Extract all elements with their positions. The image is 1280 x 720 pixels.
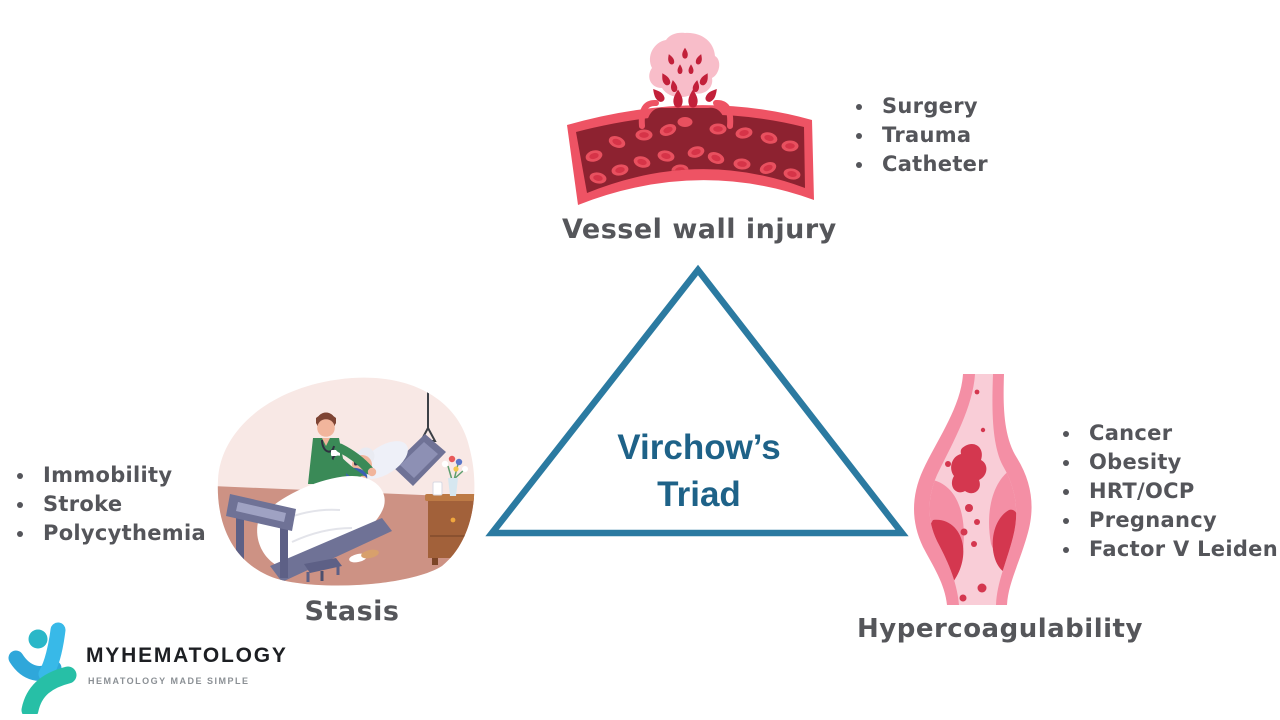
brand-logo-icon bbox=[8, 622, 77, 714]
brand-tagline: HEMATOLOGY MADE SIMPLE bbox=[88, 676, 250, 686]
triad-title: Virchow’s Triad bbox=[559, 424, 839, 518]
flower-vase bbox=[441, 455, 468, 496]
brand-logo: MYHEMATOLOGY HEMATOLOGY MADE SIMPLE bbox=[8, 618, 328, 718]
vessel-wall-injury-illustration bbox=[567, 32, 814, 205]
stasis-illustration bbox=[217, 377, 475, 586]
blood-burst bbox=[649, 32, 720, 98]
footboard bbox=[226, 494, 296, 578]
triad-title-line2: Triad bbox=[657, 475, 741, 514]
blanket bbox=[257, 476, 385, 571]
red-blood-cells bbox=[585, 123, 801, 184]
step-stool bbox=[304, 558, 342, 582]
cause-item: Polycythemia bbox=[14, 519, 206, 548]
bed-frame bbox=[270, 518, 392, 582]
stasis-label: Stasis bbox=[304, 596, 400, 627]
hypercoagulability-label: Hypercoagulability bbox=[857, 614, 1143, 644]
cause-item: Trauma bbox=[853, 121, 988, 150]
cause-item: Cancer bbox=[1060, 419, 1278, 448]
slippers bbox=[349, 549, 379, 563]
cause-item: Immobility bbox=[14, 461, 206, 490]
brand-name: MYHEMATOLOGY bbox=[86, 644, 288, 667]
cause-item: HRT/OCP bbox=[1060, 477, 1278, 506]
triad-title-line1: Virchow’s bbox=[617, 428, 781, 467]
cause-item: Obesity bbox=[1060, 448, 1278, 477]
cause-item: Factor V Leiden bbox=[1060, 535, 1278, 564]
cause-item: Pregnancy bbox=[1060, 506, 1278, 535]
vessel-wall-injury-label: Vessel wall injury bbox=[562, 214, 837, 245]
cause-item: Surgery bbox=[853, 92, 988, 121]
cause-item: Catheter bbox=[853, 150, 988, 179]
hypercoagulability-illustration bbox=[914, 374, 1032, 605]
triad-triangle bbox=[485, 264, 909, 537]
cause-item: Stroke bbox=[14, 490, 206, 519]
